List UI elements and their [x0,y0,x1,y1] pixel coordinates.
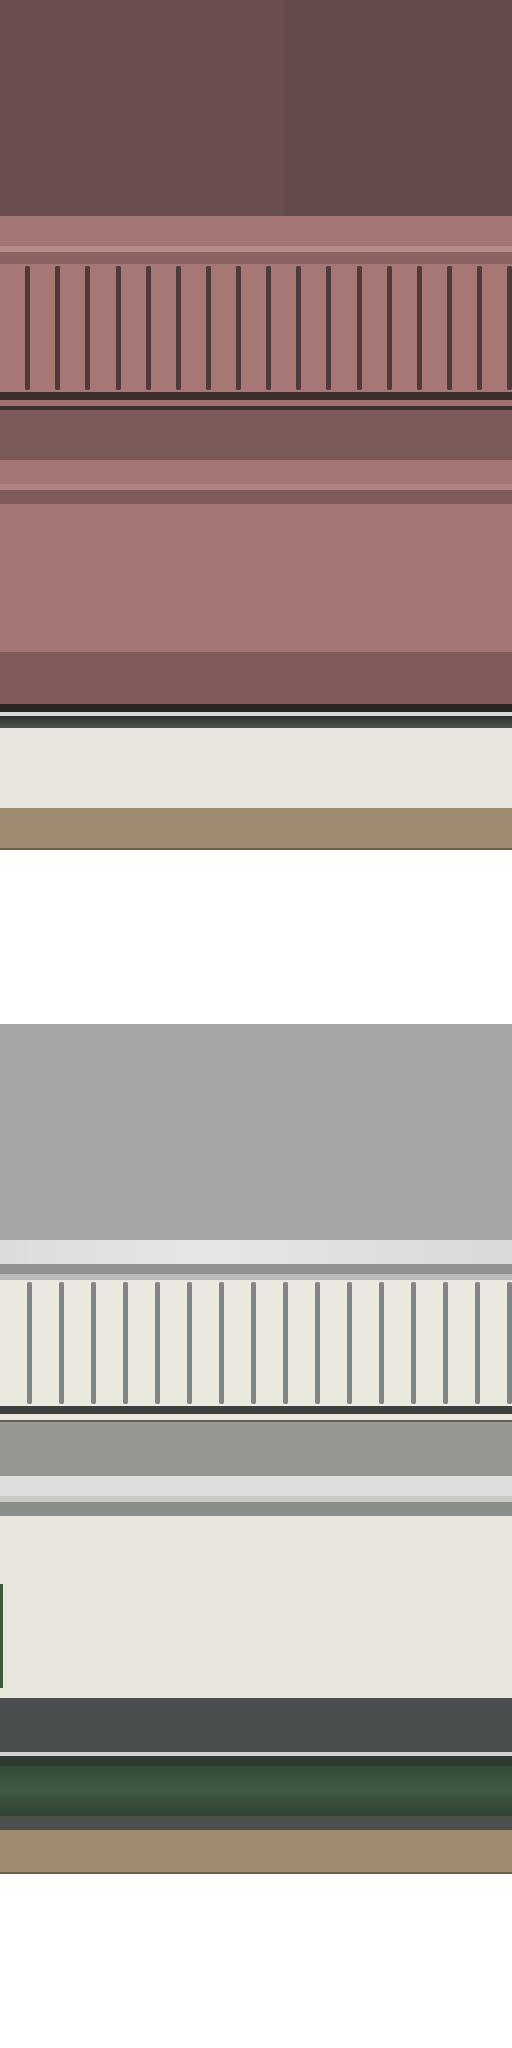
base-dark-line [0,1756,512,1766]
trim-band [0,460,512,484]
bottom-rail-shadow [0,392,512,400]
trim-band [0,1476,512,1496]
cornice-shadow [0,252,512,264]
ledge [0,1422,512,1476]
baluster-slat [362,264,392,392]
baluster-slat [384,1280,416,1406]
baluster-slat [448,1280,480,1406]
trim-highlight [0,484,512,490]
baluster-slat [60,264,91,392]
baluster-slat [241,264,272,392]
base-green-band [0,1766,512,1816]
bottom-rail [0,400,512,406]
base-dark-band [0,1816,512,1830]
upper-wall [0,1024,512,1240]
baluster-slat [320,1280,352,1406]
baluster-slat [181,264,212,392]
rose-facade-panel [0,0,512,850]
baluster-slat [128,1280,160,1406]
baluster-slat [301,264,332,392]
baluster-slat [452,264,483,392]
baluster-slat [0,1280,32,1406]
balustrade [0,1280,512,1406]
bottom-rail [0,1414,512,1420]
base-cream-band [0,728,512,808]
base-sand-band [0,808,512,848]
trim-shadow [0,490,512,504]
baluster-slat [482,264,512,392]
cornice-highlight [0,1264,512,1274]
baluster-slat [121,264,151,392]
baluster-slat [392,264,422,392]
ledge [0,410,512,460]
balustrade [0,264,512,392]
baluster-slat [422,264,453,392]
facade-shade [0,652,512,704]
baluster-slat [480,1280,512,1406]
bottom-rail-shadow [0,1406,512,1414]
baluster-slat [224,1280,256,1406]
baluster-slat [416,1280,448,1406]
bottom-rail-edge [0,406,512,410]
baluster-slat [211,264,242,392]
base-edge [0,1872,512,1874]
facade-face [0,504,512,652]
cream-facade-panel [0,1024,512,1874]
cornice-shadow [0,1274,512,1280]
baluster-slat [151,264,181,392]
baluster-slat [64,1280,96,1406]
upper-wall [0,0,512,216]
base-light-line [0,1752,512,1756]
trim-shadow [0,1502,512,1516]
baluster-slat [90,264,121,392]
cornice-top [0,216,512,246]
cornice-highlight [0,246,512,252]
baluster-slat [256,1280,288,1406]
baluster-slat [352,1280,384,1406]
facade-face [0,1516,512,1698]
trim-highlight [0,1496,512,1502]
base-sand-band [0,1830,512,1872]
facade-edge-mark [0,1584,3,1688]
baluster-slat [30,264,61,392]
baluster-slat [160,1280,192,1406]
base-light-line [0,712,512,716]
bottom-rail-edge [0,1420,512,1422]
base-gradient-strip [0,716,512,728]
baluster-slat [0,264,31,392]
baluster-slat [331,264,362,392]
baluster-slat [32,1280,64,1406]
base-edge [0,848,512,850]
base-dark-line [0,704,512,712]
baluster-slat [96,1280,128,1406]
baluster-slat [271,264,302,392]
cornice-top [0,1240,512,1264]
baluster-slat [288,1280,320,1406]
facade-shade [0,1698,512,1752]
baluster-slat [192,1280,224,1406]
